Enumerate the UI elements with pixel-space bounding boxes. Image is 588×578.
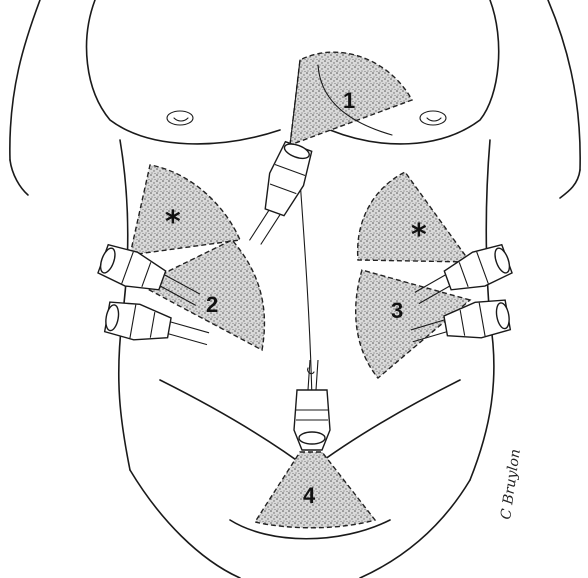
zone-3-label: 3 [391,298,403,323]
marker-left-sector [130,165,240,255]
zone-2-label: 2 [206,292,218,317]
zone-1-label: 1 [343,88,355,113]
zone-4-label: 4 [303,483,316,508]
midline [300,180,312,400]
probe-1-icon [246,139,316,251]
marker-left-label: * [165,205,181,240]
marker-right-label: * [411,218,427,253]
artist-signature: C Bruylon [498,448,524,521]
